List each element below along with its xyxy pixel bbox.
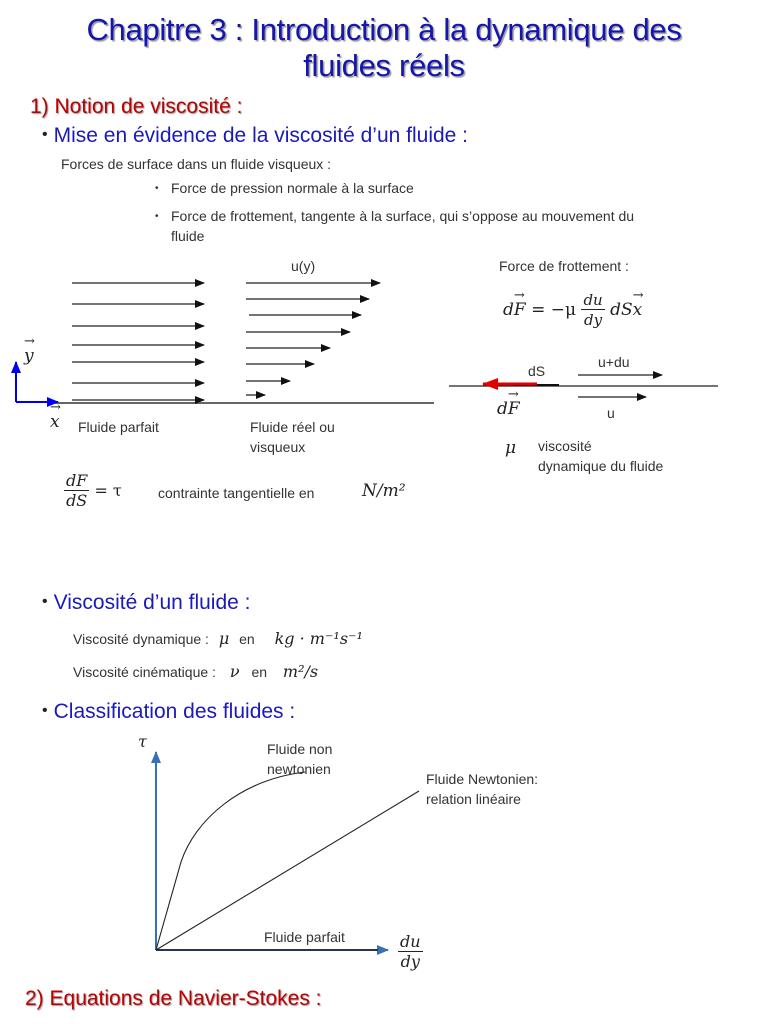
bullet-label: Classification des fluides :: [53, 700, 296, 723]
cin-text: Viscosité cinématique :: [73, 664, 216, 680]
bullet-viscosity: • Viscosité d’un fluide :: [42, 591, 251, 615]
formula-eq: = −μ: [531, 300, 577, 320]
cin-en: en: [251, 664, 268, 680]
mu-symbol: μ: [505, 438, 517, 458]
classification-chart: [151, 751, 420, 955]
bullet-dot: •: [155, 211, 159, 222]
dyn-unit: kg · m⁻¹s⁻¹: [274, 629, 363, 648]
u-label: u: [607, 405, 615, 421]
formula-d: d: [503, 300, 514, 320]
formula-x-vector: x: [633, 288, 643, 320]
df-label: dF: [497, 387, 520, 419]
page-title: Chapitre 3 : Introduction à la dynamique…: [0, 12, 768, 84]
cin-unit: m²/s: [282, 662, 319, 681]
du-num: du: [398, 932, 423, 952]
df-F-vector: F: [508, 387, 520, 419]
mu-desc-1: viscosité: [538, 438, 592, 454]
sub-bullet-friction: • Force de frottement, tangente à la surf…: [155, 208, 634, 224]
cin-symbol: ν: [229, 662, 240, 681]
ds-label: dS: [528, 363, 546, 379]
tau-axis-label: τ: [138, 732, 147, 751]
df-d: d: [497, 399, 508, 419]
dyn-symbol: μ: [218, 629, 230, 648]
title-line-1: Chapitre 3 : Introduction à la dynamique…: [86, 12, 682, 47]
stress-den: dS: [66, 491, 88, 510]
friction-schematic: [449, 371, 718, 401]
real-fluid-arrows: [246, 279, 381, 399]
non-newtonian-label-2: newtonien: [267, 761, 331, 777]
bullet-viscosity-evidence: • Mise en évidence de la viscosité d’un f…: [42, 124, 468, 148]
bullet-classification: • Classification des fluides :: [42, 700, 295, 724]
x-vector: x: [50, 400, 60, 432]
friction-heading: Force de frottement :: [499, 258, 629, 274]
stress-unit: N/m²: [362, 481, 406, 501]
mu-desc-2: dynamique du fluide: [538, 458, 664, 474]
sub-bullet-text: Force de pression normale à la surface: [171, 180, 414, 196]
y-vector: y: [24, 334, 34, 366]
formula-num: du: [581, 291, 605, 310]
stress-text: contrainte tangentielle en: [158, 485, 315, 501]
surface-forces-intro: Forces de surface dans un fluide visqueu…: [61, 156, 332, 172]
bullet-dot: •: [42, 702, 48, 719]
bullet-label: Viscosité d’un fluide :: [53, 591, 251, 614]
real-fluid-label-2: visqueux: [250, 439, 306, 455]
dynamic-viscosity-line: Viscosité dynamique : μ en kg · m⁻¹s⁻¹: [73, 629, 363, 648]
x-axis-label: x: [50, 400, 60, 432]
title-line-2: fluides réels: [303, 48, 465, 83]
section-1-heading: 1) Notion de viscosité :: [30, 95, 243, 118]
stress-num: dF: [64, 471, 90, 491]
uy-label: u(y): [291, 258, 316, 274]
stress-eq: = τ: [94, 481, 122, 500]
perfect-fluid-chart-label: Fluide parfait: [264, 929, 345, 945]
formula-den: dy: [584, 311, 603, 329]
non-newtonian-label-1: Fluide non: [267, 741, 333, 757]
dyn-text: Viscosité dynamique :: [73, 631, 209, 647]
perfect-fluid-label: Fluide parfait: [78, 419, 159, 435]
real-fluid-label-1: Fluide réel ou: [250, 419, 335, 435]
sub-bullet-text: Force de frottement, tangente à la surfa…: [171, 208, 635, 224]
xy-axes: [11, 361, 59, 407]
perfect-fluid-arrows: [72, 279, 205, 404]
bullet-label: Mise en évidence de la viscosité d’un fl…: [53, 124, 469, 147]
bullet-dot: •: [42, 593, 48, 610]
bullet-dot: •: [155, 183, 159, 194]
newtonian-label-2: relation linéaire: [426, 791, 521, 807]
y-axis-label: y: [24, 334, 34, 366]
bullet-dot: •: [42, 126, 48, 143]
dyn-en: en: [239, 631, 255, 647]
u-du-label: u+du: [598, 354, 630, 370]
formula-ds: dS: [610, 300, 633, 320]
section-2-heading: 2) Equations de Navier-Stokes :: [25, 987, 322, 1010]
sub-bullet-pressure: • Force de pression normale à la surface: [155, 180, 414, 196]
dy-den: dy: [400, 952, 420, 971]
kinematic-viscosity-line: Viscosité cinématique : ν en m²/s: [73, 662, 318, 681]
newtonian-label-1: Fluide Newtonien:: [426, 771, 539, 787]
sub-bullet-friction-cont: fluide: [171, 228, 205, 244]
formula-F-vector: F: [514, 288, 526, 320]
